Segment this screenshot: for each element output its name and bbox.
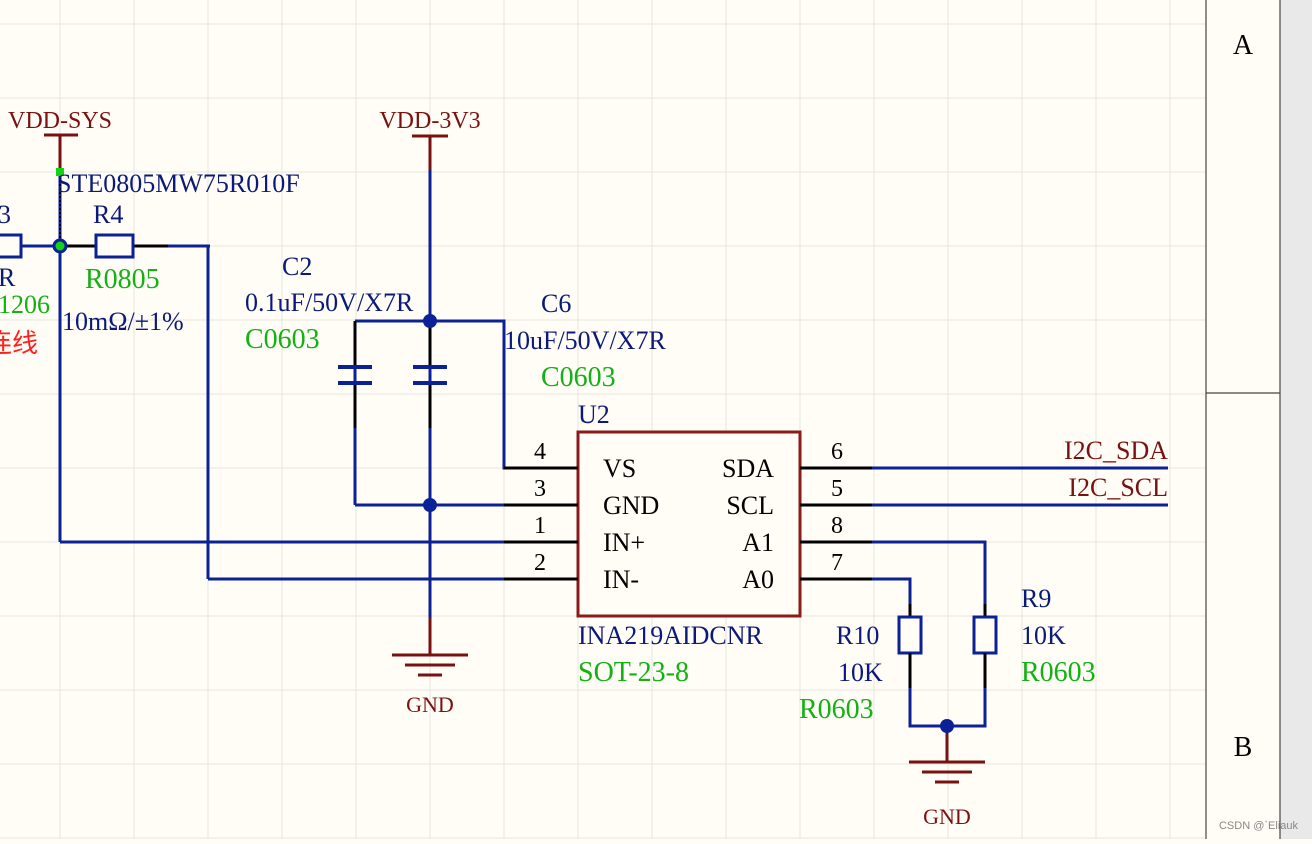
u2-pin-name-a0: A0 (742, 565, 774, 594)
watermark: CSDN @`Eliauk (1219, 820, 1299, 832)
u2-pin-num-5: 5 (831, 476, 843, 502)
r9-value: 10K (1021, 621, 1066, 650)
junction-shunt (52, 238, 68, 254)
r10-footprint: R0603 (799, 694, 874, 725)
zone-label-a: A (1233, 30, 1254, 61)
r4-footprint: R0805 (85, 264, 160, 295)
r3-footprint-partial: 1206 (0, 290, 50, 319)
r4-part-number: STE0805MW75R010F (57, 169, 300, 198)
u2-pin-num-3: 3 (534, 476, 546, 502)
junction-3v3 (423, 314, 437, 328)
sheet-frame: A B (1205, 0, 1312, 839)
u2-pin-name-in-plus: IN+ (603, 528, 645, 557)
u2-pin-name-gnd: GND (603, 491, 659, 520)
r3-value-partial: R (0, 263, 16, 292)
u2-pin-name-sda: SDA (722, 454, 774, 483)
r10-designator: R10 (836, 621, 879, 650)
u2-part: INA219AIDCNR (578, 621, 764, 650)
r9-designator: R9 (1021, 584, 1051, 613)
gnd2-label: GND (923, 804, 971, 829)
u2-pin-num-7: 7 (831, 550, 843, 576)
c2-footprint: C0603 (245, 324, 320, 355)
u2-pin-num-2: 2 (534, 550, 546, 576)
u2-pin-num-6: 6 (831, 439, 843, 465)
r4-designator: R4 (93, 200, 123, 229)
vdd-sys-label: VDD-SYS (8, 108, 112, 134)
r10-symbol (897, 604, 923, 688)
u2-chip: 4 3 1 2 VS GND IN+ IN- 6 5 8 7 SDA SCL A… (504, 430, 872, 618)
u2-pin-num-8: 8 (831, 513, 843, 539)
net-label-sda: I2C_SDA (1064, 436, 1168, 465)
c2-symbol (338, 321, 372, 428)
r3-body (0, 233, 23, 259)
u2-pins (504, 466, 872, 581)
r10-body (897, 615, 923, 655)
gnd1-label: GND (406, 692, 454, 717)
junctions (423, 314, 954, 733)
u2-pin-name-vs: VS (603, 454, 636, 483)
junction-pulldown (940, 719, 954, 733)
u2-pin-name-scl: SCL (726, 491, 774, 520)
r9-symbol (972, 604, 998, 688)
r9-body (972, 615, 998, 655)
junction-gnd (423, 498, 437, 512)
c6-symbol (413, 321, 447, 428)
frame-margin (1280, 0, 1312, 839)
power-symbols (44, 133, 985, 784)
r9-footprint: R0603 (1021, 657, 1096, 688)
c6-footprint: C0603 (541, 362, 616, 393)
u2-pin-name-a1: A1 (742, 528, 774, 557)
r4-value: 10mΩ/±1% (62, 307, 184, 336)
u2-pin-num-4: 4 (534, 439, 546, 465)
c2-value: 0.1uF/50V/X7R (245, 288, 414, 317)
vdd-3v3-label: VDD-3V3 (379, 108, 480, 134)
u2-body (576, 430, 802, 618)
u2-pin-name-in-minus: IN- (603, 565, 639, 594)
wire-a0 (800, 577, 912, 618)
r10-value: 10K (838, 658, 883, 687)
u2-designator: U2 (578, 400, 610, 429)
routing-note: 连线 (0, 329, 38, 358)
u2-footprint: SOT-23-8 (578, 657, 689, 688)
u2-pin-num-1: 1 (534, 513, 546, 539)
r3-designator-partial: 3 (0, 200, 11, 229)
net-label-scl: I2C_SCL (1068, 473, 1168, 502)
c2-designator: C2 (282, 252, 312, 281)
r4-body (94, 233, 135, 259)
c6-value: 10uF/50V/X7R (504, 326, 666, 355)
sense-marker (56, 168, 64, 176)
c6-designator: C6 (541, 289, 571, 318)
zone-label-b: B (1234, 732, 1253, 763)
